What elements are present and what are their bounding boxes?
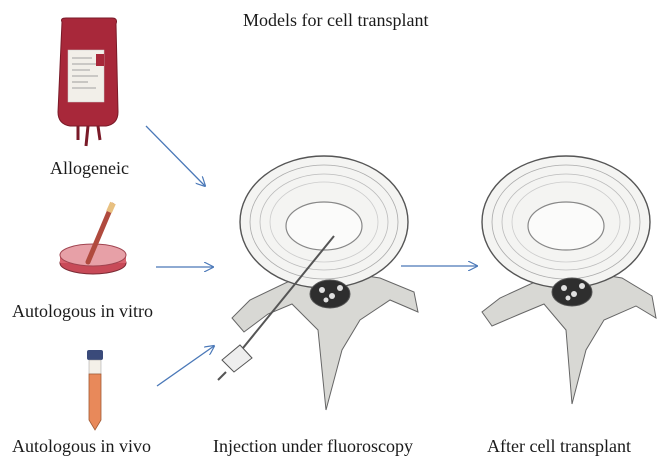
blood-bag-icon [58, 18, 118, 146]
label-autologous-in-vitro: Autologous in vitro [12, 301, 153, 322]
vertebra-with-needle-icon [218, 156, 418, 410]
label-after-cell-transplant: After cell transplant [487, 436, 631, 457]
label-autologous-in-vivo: Autologous in vivo [12, 436, 151, 457]
label-injection-under-fluoroscopy: Injection under fluoroscopy [213, 436, 413, 457]
arrow-allogeneic [146, 126, 205, 186]
vertebra-icon [482, 156, 656, 404]
petri-dish-icon [60, 203, 126, 274]
arrow-autologous-vivo [157, 346, 214, 386]
label-allogeneic: Allogeneic [50, 158, 129, 179]
test-tube-icon [87, 350, 103, 430]
